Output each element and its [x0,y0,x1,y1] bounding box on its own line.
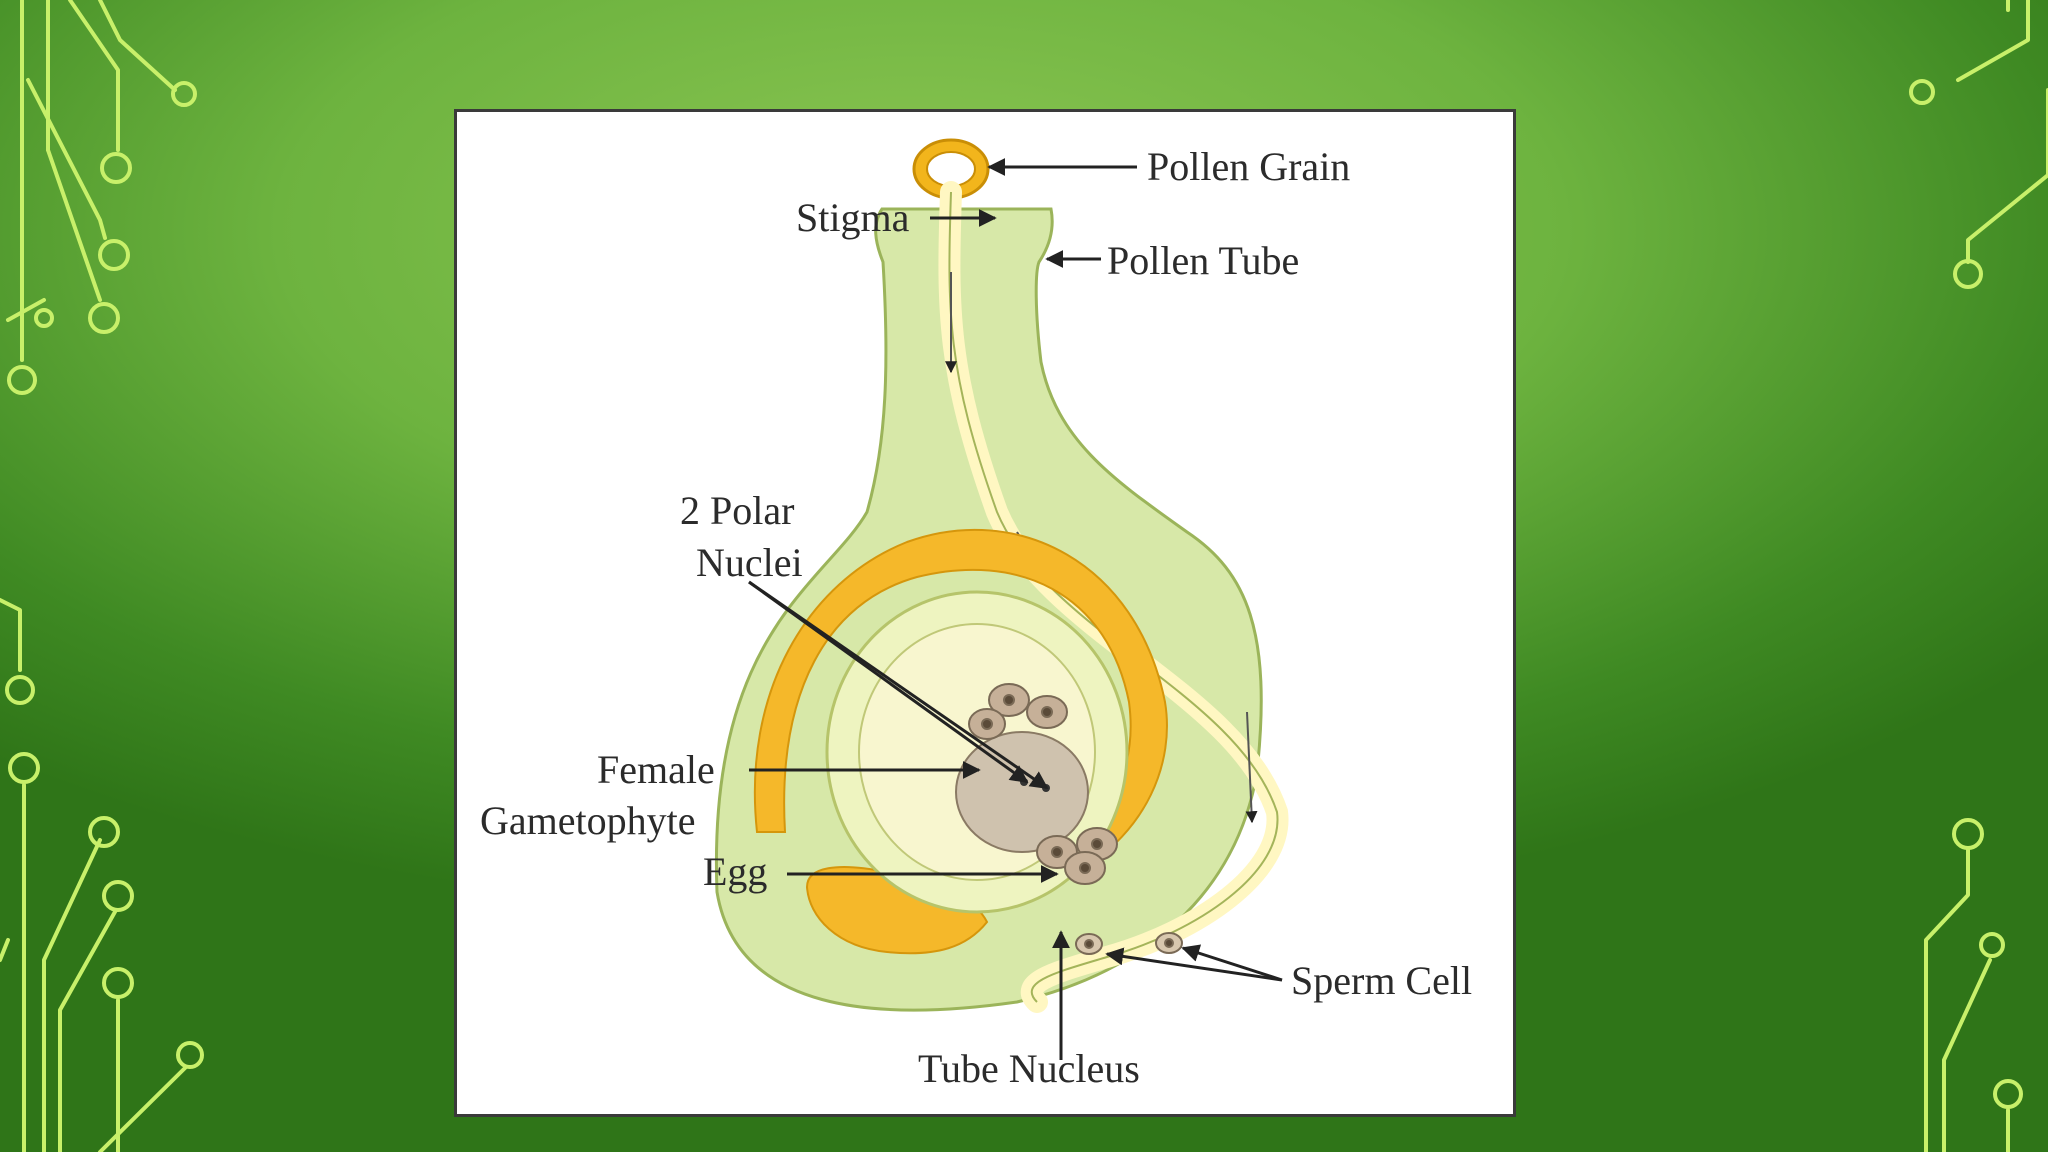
label-female-2: Gametophyte [480,798,696,843]
circuit-decoration-right [1909,0,2048,1152]
diagram-panel: Pollen Grain Stigma Pollen Tube 2 Polar … [454,109,1516,1117]
circuit-decoration-left [0,0,204,1152]
label-egg: Egg [703,849,767,894]
sperm-cells [1075,932,1183,955]
label-pollen-tube: Pollen Tube [1107,238,1299,283]
label-sperm-cell: Sperm Cell [1291,958,1472,1003]
antipodal-cells [968,683,1068,740]
pollination-diagram: Pollen Grain Stigma Pollen Tube 2 Polar … [480,138,1472,1091]
label-polar-nuclei-1: 2 Polar [680,488,794,533]
label-tube-nucleus: Tube Nucleus [918,1046,1140,1091]
egg-apparatus [1036,827,1118,885]
label-polar-nuclei-2: Nuclei [696,540,803,585]
label-female-1: Female [597,747,715,792]
label-pollen-grain: Pollen Grain [1147,144,1350,189]
central-cell [955,731,1089,853]
label-stigma: Stigma [796,195,910,240]
